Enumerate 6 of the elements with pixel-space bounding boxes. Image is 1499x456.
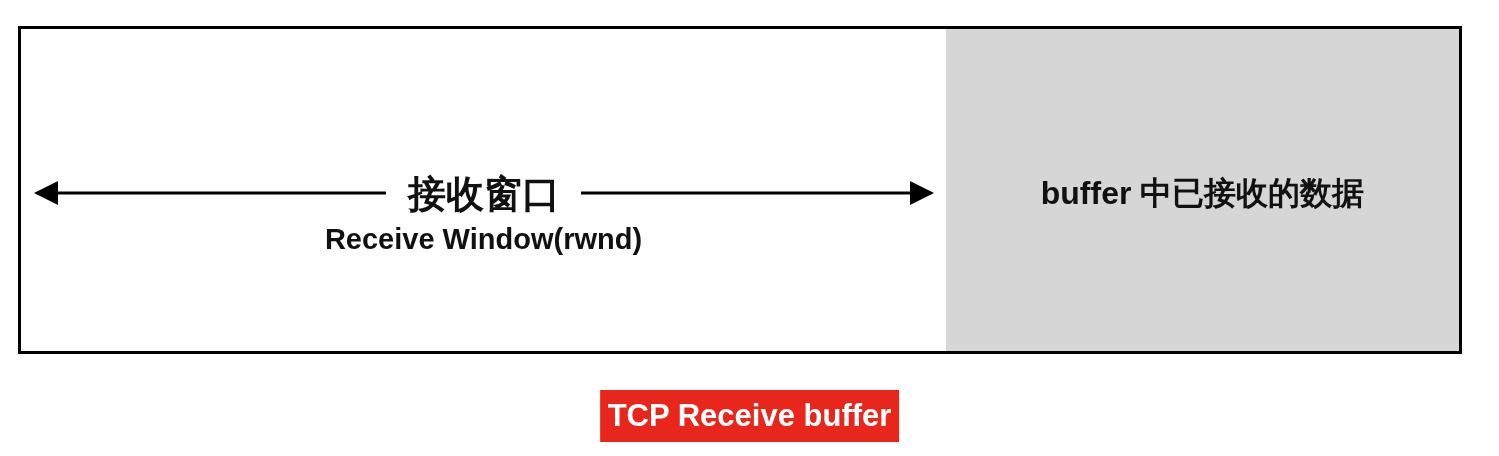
section-subtitle: Receive Window(rwnd) xyxy=(324,223,643,256)
section-heading: 接收窗口 xyxy=(407,172,560,217)
section-label: buffer 中已接收的数据 xyxy=(1040,174,1365,213)
caption-tag: TCP Receive buffer xyxy=(599,390,900,442)
received-data-section xyxy=(946,26,1462,354)
window-section xyxy=(18,26,949,354)
